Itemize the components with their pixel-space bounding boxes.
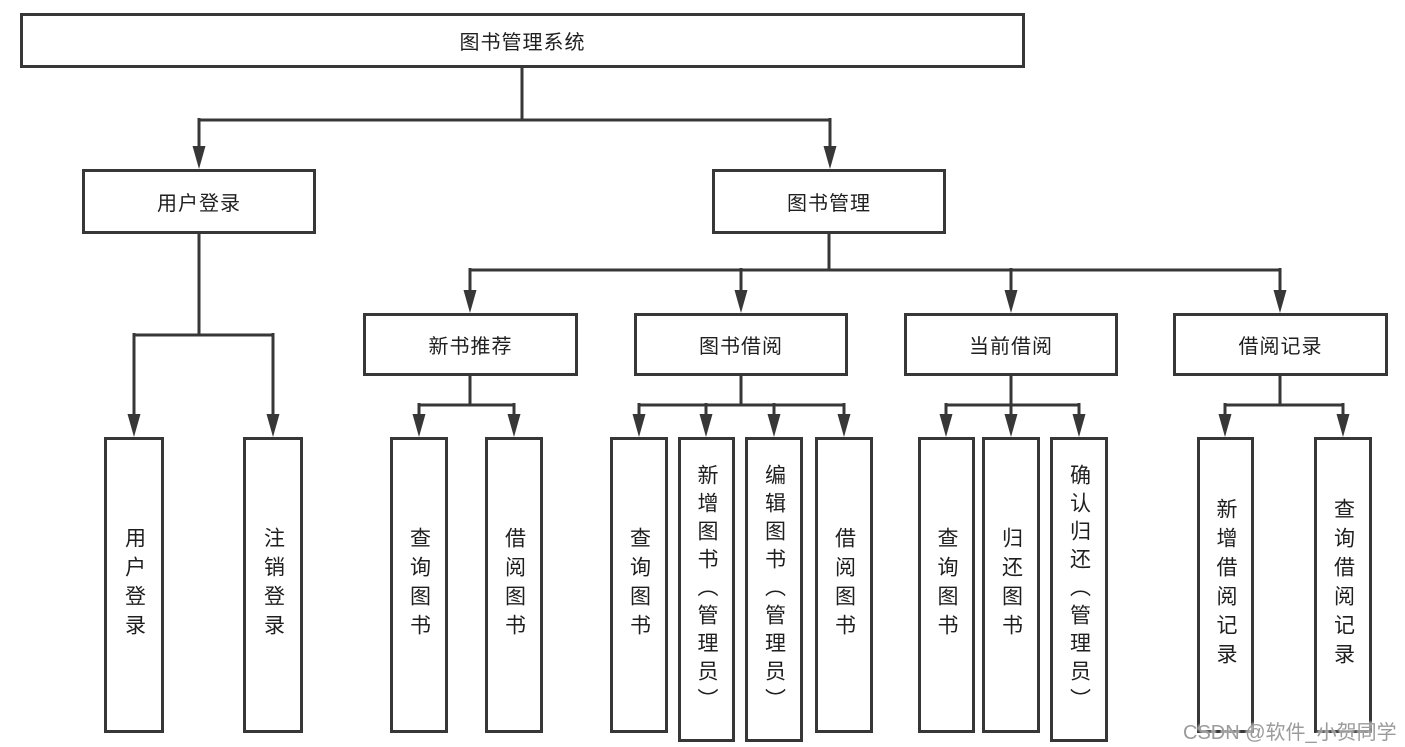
node-book-borrowing-label: 图书借阅: [699, 336, 783, 358]
node-current-borrowing: 当前借阅: [904, 313, 1118, 376]
leaf-confirm-return-admin: 确认归还（管理员）: [1050, 437, 1108, 742]
node-book-management-label: 图书管理: [787, 193, 871, 215]
leaf-return-books: 归还图书: [982, 437, 1040, 733]
leaf-query-books-current: 查询图书: [918, 437, 975, 733]
node-user-login-label: 用户登录: [157, 193, 241, 215]
leaf-logout: 注销登录: [243, 437, 303, 733]
leaf-query-books-recommend: 查询图书: [390, 437, 448, 733]
leaf-query-books-borrow-label: 查询图书: [627, 527, 651, 643]
leaf-borrow-books-label: 借阅图书: [832, 527, 856, 643]
node-root-system-label: 图书管理系统: [459, 32, 586, 54]
connector-book-borrow-children: [632, 376, 851, 437]
node-user-login: 用户登录: [82, 169, 316, 234]
leaf-add-books-admin-label: 新增图书（管理员）: [695, 463, 718, 716]
connector-new-book-rec-children: [412, 376, 521, 437]
leaf-logout-label: 注销登录: [261, 527, 285, 643]
leaf-user-login: 用户登录: [104, 437, 164, 733]
connector-book-mgmt-children: [463, 233, 1287, 313]
leaf-query-books-borrow: 查询图书: [610, 437, 668, 733]
leaf-user-login-label: 用户登录: [122, 527, 146, 643]
node-root-system: 图书管理系统: [20, 13, 1025, 68]
leaf-add-borrow-record: 新增借阅记录: [1197, 437, 1254, 733]
connector-user-login-children: [127, 234, 280, 437]
leaf-edit-books-admin: 编辑图书（管理员）: [745, 437, 803, 742]
node-current-borrowing-label: 当前借阅: [969, 336, 1053, 358]
node-book-management: 图书管理: [712, 169, 946, 234]
node-borrowing-records: 借阅记录: [1173, 313, 1388, 376]
node-new-book-recommend-label: 新书推荐: [428, 336, 513, 358]
node-borrowing-records-label: 借阅记录: [1238, 336, 1323, 358]
leaf-query-borrow-record-label: 查询借阅记录: [1331, 498, 1355, 672]
csdn-watermark: CSDN @软件_小贺同学: [1183, 722, 1397, 744]
leaf-query-books-current-label: 查询图书: [935, 527, 958, 643]
connector-root-to-level2: [192, 68, 837, 169]
leaf-query-borrow-record: 查询借阅记录: [1314, 437, 1372, 733]
leaf-borrow-books: 借阅图书: [815, 437, 873, 733]
leaf-add-borrow-record-label: 新增借阅记录: [1214, 498, 1237, 672]
connector-current-borrow-children: [939, 376, 1086, 437]
leaf-confirm-return-admin-label: 确认归还（管理员）: [1067, 463, 1091, 716]
leaf-query-books-recommend-label: 查询图书: [407, 527, 431, 643]
leaf-add-books-admin: 新增图书（管理员）: [678, 437, 735, 742]
leaf-borrow-books-recommend-label: 借阅图书: [502, 527, 526, 643]
leaf-edit-books-admin-label: 编辑图书（管理员）: [762, 463, 786, 716]
leaf-return-books-label: 归还图书: [999, 527, 1023, 643]
node-book-borrowing: 图书借阅: [634, 313, 848, 376]
leaf-borrow-books-recommend: 借阅图书: [485, 437, 543, 733]
node-new-book-recommend: 新书推荐: [363, 313, 578, 376]
connector-borrow-record-children: [1218, 376, 1350, 437]
